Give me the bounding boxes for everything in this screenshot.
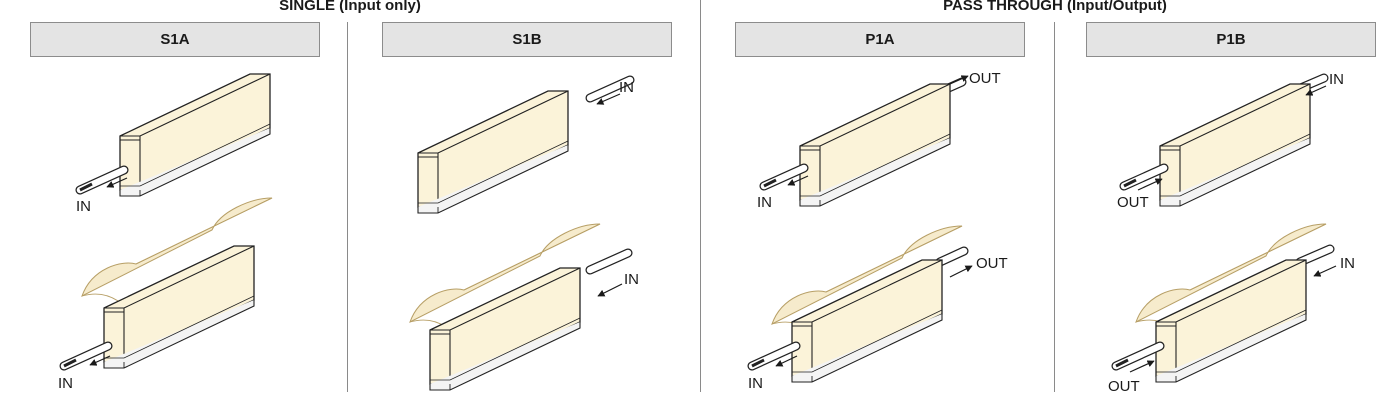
- p1b-top-in-label: IN: [1329, 71, 1344, 88]
- p1b-bottom-out-label: OUT: [1108, 378, 1140, 395]
- p1b-top-figure: [1119, 73, 1329, 207]
- panel-header-p1a: P1A: [735, 22, 1025, 57]
- p1a-bottom-in-label: IN: [748, 375, 763, 392]
- s1a-top-in-label: IN: [76, 198, 91, 215]
- s1b-top-figure: [417, 75, 635, 214]
- panel-header-p1b: P1B: [1086, 22, 1376, 57]
- p1a-top-figure: [759, 75, 969, 207]
- s1a-bottom-in-label: IN: [58, 375, 73, 392]
- s1b-bottom-figure: [409, 223, 633, 391]
- divider-group: [700, 0, 701, 392]
- p1b-top-out-label: OUT: [1117, 194, 1149, 211]
- p1b-bottom-in-label: IN: [1340, 255, 1355, 272]
- p1a-top-in-label: IN: [757, 194, 772, 211]
- panel-header-s1a: S1A: [30, 22, 320, 57]
- pass-through-group-title: PASS THROUGH (Input/Output): [943, 0, 1167, 14]
- s1b-top-in-label: IN: [619, 79, 634, 96]
- p1b-bottom-figure: [1111, 223, 1337, 383]
- p1a-top-out-label: OUT: [969, 70, 1001, 87]
- s1a-bottom-figure: [59, 197, 273, 371]
- single-group-title: SINGLE (Input only): [279, 0, 421, 14]
- panel-header-s1b: S1B: [382, 22, 672, 57]
- p1a-bottom-figure: [747, 225, 973, 383]
- s1b-bottom-in-label: IN: [624, 271, 639, 288]
- divider-panel-p: [1054, 22, 1055, 392]
- s1a-top-figure: [75, 73, 271, 197]
- p1a-bottom-out-label: OUT: [976, 255, 1008, 272]
- divider-panel-s: [347, 22, 348, 392]
